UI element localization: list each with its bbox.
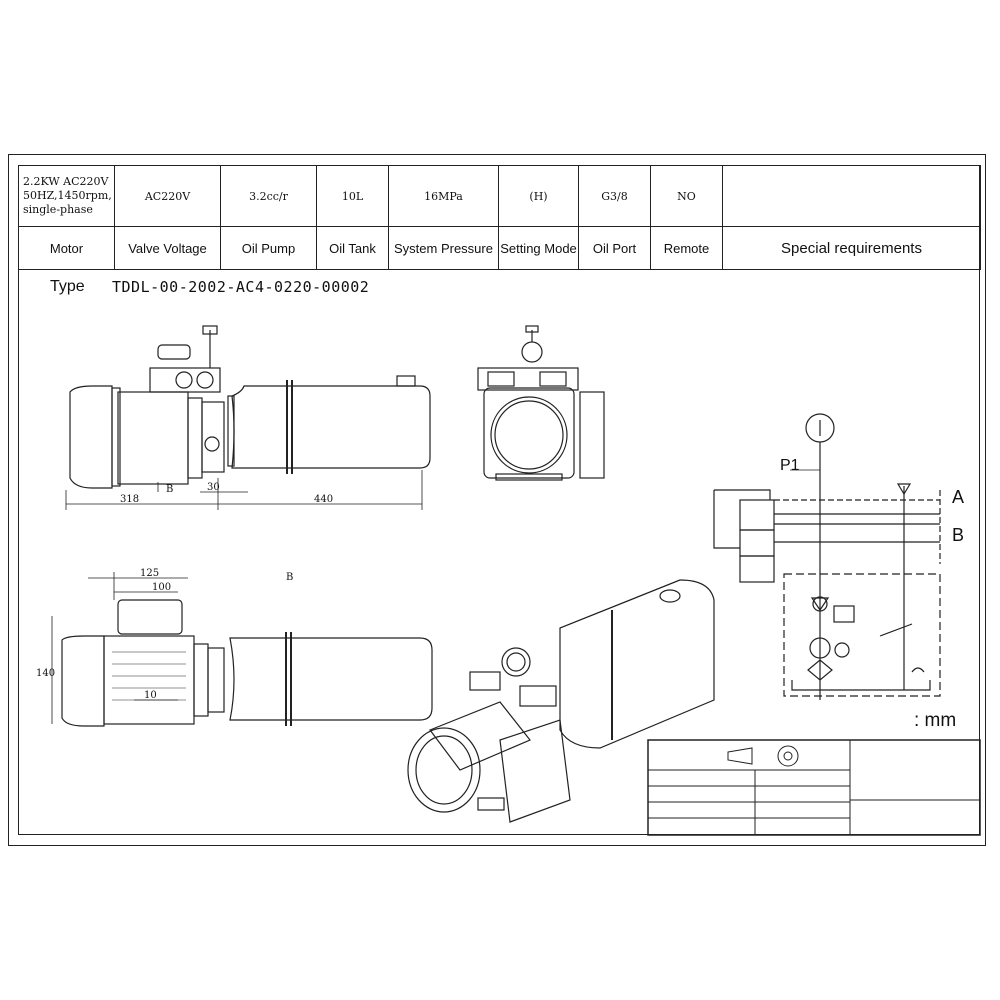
pressure-gauge <box>157 344 191 360</box>
special-value <box>722 165 981 227</box>
motor-value-line-1: 2.2KW AC220V <box>23 175 109 188</box>
type-label: Type <box>50 278 85 295</box>
front-valve-block <box>477 367 579 391</box>
iso-gauge <box>501 647 531 677</box>
top-view <box>51 572 433 727</box>
projection-circle-icon <box>777 745 799 767</box>
dim-125: 125 <box>140 568 159 579</box>
motor-flange <box>187 397 203 479</box>
manifold-port <box>204 436 220 452</box>
isometric-view <box>407 579 715 823</box>
filler-cap <box>396 375 416 387</box>
motor-value: 2.2KW AC220V 50HZ,1450rpm, single-phase <box>18 165 115 227</box>
oil-pump-value: 3.2cc/r <box>220 165 317 227</box>
top-tank <box>229 637 433 721</box>
motor-body <box>117 391 189 485</box>
dim-30: 30 <box>207 482 220 493</box>
setting-mode-value: (H) <box>498 165 579 227</box>
front-solenoid-right <box>539 371 567 387</box>
dim-10: 10 <box>144 690 157 701</box>
dim-140: 140 <box>36 668 55 679</box>
valve-voltage-header: Valve Voltage <box>114 226 221 270</box>
iso-tank <box>559 579 715 749</box>
valve-spool-3 <box>739 555 775 583</box>
front-base <box>495 473 563 481</box>
drawing-sheet-border <box>8 154 986 846</box>
iso-motor-top <box>429 701 531 771</box>
top-terminal-box <box>117 599 183 635</box>
front-motor-housing <box>483 387 575 479</box>
dim-100: 100 <box>152 582 171 593</box>
top-block <box>207 647 225 713</box>
pressure-port <box>196 371 214 389</box>
motor-header: Motor <box>18 226 115 270</box>
side-view <box>65 325 431 510</box>
front-tank-side <box>579 391 605 479</box>
front-view <box>477 325 605 481</box>
iso-foot <box>477 797 505 811</box>
iso-filler-cap <box>659 589 681 603</box>
projection-cone-icon <box>727 747 753 765</box>
remote-header: Remote <box>650 226 723 270</box>
remote-value: NO <box>650 165 723 227</box>
spec-values-row: 2.2KW AC220V 50HZ,1450rpm, single-phase … <box>18 165 981 227</box>
hydraulic-schematic <box>713 413 941 700</box>
spec-headers-row: Motor Valve Voltage Oil Pump Oil Tank Sy… <box>18 226 981 270</box>
manifold-block <box>201 401 225 473</box>
pump-symbol <box>809 637 831 659</box>
system-pressure-header: System Pressure <box>388 226 499 270</box>
top-flange <box>193 643 209 717</box>
motor-ring <box>111 387 121 487</box>
iso-valve <box>519 685 557 707</box>
check-valve <box>812 596 828 612</box>
unit-label: : mm <box>914 710 957 731</box>
iso-terminal-box <box>499 719 571 823</box>
top-motor-body <box>103 635 195 725</box>
dim-318: 318 <box>120 494 139 505</box>
power-unit-boundary <box>783 573 941 697</box>
schematic-p1-label: P1 <box>780 457 800 474</box>
front-motor-circle <box>490 396 568 474</box>
motor-value-line-2: 50HZ,1450rpm, <box>23 189 112 202</box>
oil-tank <box>231 385 431 469</box>
relief-valve <box>833 605 855 623</box>
side-view-marker-b: B <box>166 484 173 495</box>
top-motor-cap <box>61 635 105 727</box>
dim-440: 440 <box>314 494 333 505</box>
top-view-label-b: B <box>286 572 293 583</box>
special-requirements-header: Special requirements <box>722 226 981 270</box>
schematic-port-b: B <box>952 525 964 545</box>
oil-port-value: G3/8 <box>578 165 651 227</box>
type-code: TDDL-00-2002-AC4-0220-00002 <box>112 278 370 296</box>
schematic-port-a: A <box>952 487 964 507</box>
front-solenoid-left <box>487 371 515 387</box>
motor-symbol <box>834 642 850 658</box>
oil-pump-header: Oil Pump <box>220 226 317 270</box>
front-motor-inner <box>494 400 564 470</box>
iso-motor-cap <box>407 727 481 813</box>
front-gauge <box>521 341 543 363</box>
valve-spool-1 <box>739 499 775 531</box>
valve-block <box>149 367 221 393</box>
motor-value-line-3: single-phase <box>23 203 93 216</box>
setting-mode-header: Setting Mode <box>498 226 579 270</box>
filter-symbol <box>807 659 833 681</box>
motor-end-cap <box>69 385 113 489</box>
valve-spool-2 <box>739 529 775 557</box>
valve-knob <box>175 371 193 389</box>
spec-table: 2.2KW AC220V 50HZ,1450rpm, single-phase … <box>18 165 981 270</box>
title-block <box>647 739 981 836</box>
iso-solenoid <box>469 671 501 691</box>
relief-handle <box>202 325 218 335</box>
